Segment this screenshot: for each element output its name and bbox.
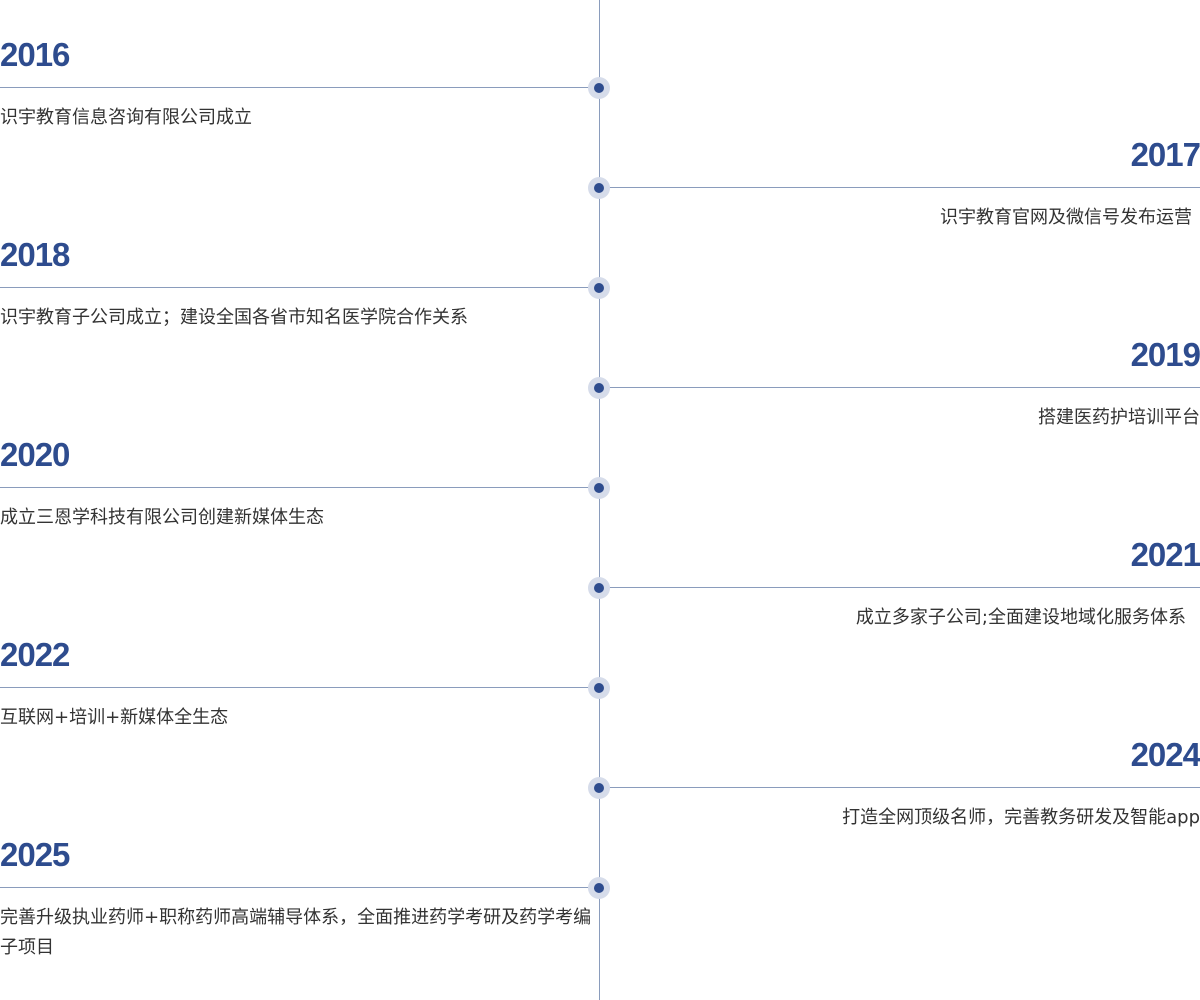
entry-divider — [600, 587, 1200, 588]
entry-description: 识宇教育子公司成立；建设全国各省市知名医学院合作关系 — [0, 307, 468, 328]
year-label: 2024 — [1130, 736, 1200, 773]
year-label: 2017 — [1130, 136, 1200, 173]
entry-description: 搭建医药护培训平台 — [1038, 407, 1200, 428]
entry-divider — [0, 887, 600, 888]
entry-divider — [600, 787, 1200, 788]
timeline-marker-2018 — [588, 277, 610, 299]
entry-description: 识宇教育官网及微信号发布运营 — [940, 207, 1192, 228]
year-label: 2025 — [0, 836, 70, 873]
year-label: 2020 — [0, 436, 70, 473]
entry-description: 识宇教育信息咨询有限公司成立 — [0, 107, 252, 128]
entry-divider — [0, 487, 600, 488]
timeline-axis — [599, 0, 600, 1000]
year-label: 2021 — [1130, 536, 1200, 573]
timeline-marker-2016 — [588, 77, 610, 99]
entry-divider — [600, 387, 1200, 388]
entry-description: 成立多家子公司;全面建设地域化服务体系 — [855, 607, 1186, 628]
year-label: 2016 — [0, 36, 70, 73]
timeline-marker-2019 — [588, 377, 610, 399]
entry-description: 成立三恩学科技有限公司创建新媒体生态 — [0, 507, 324, 528]
entry-description: 打造全网顶级名师，完善教务研发及智能app — [842, 807, 1200, 828]
timeline-marker-2020 — [588, 477, 610, 499]
year-label: 2019 — [1130, 336, 1200, 373]
entry-divider — [600, 187, 1200, 188]
year-label: 2018 — [0, 236, 70, 273]
timeline-marker-2022 — [588, 677, 610, 699]
entry-description: 互联网+培训+新媒体全生态 — [0, 707, 229, 728]
entry-divider — [0, 87, 600, 88]
entry-divider — [0, 287, 600, 288]
timeline-marker-2017 — [588, 177, 610, 199]
timeline-marker-2025 — [588, 877, 610, 899]
entry-description: 完善升级执业药师+职称药师高端辅导体系，全面推进药学考研及药学考编子项目 — [0, 907, 592, 958]
timeline-marker-2021 — [588, 577, 610, 599]
timeline-marker-2024 — [588, 777, 610, 799]
year-label: 2022 — [0, 636, 70, 673]
entry-divider — [0, 687, 600, 688]
